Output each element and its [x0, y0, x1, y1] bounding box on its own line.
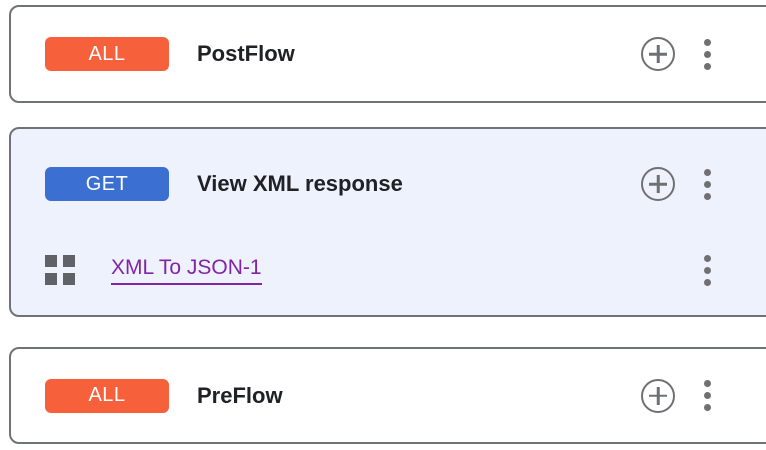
more-menu-button[interactable] — [701, 168, 713, 200]
policy-link[interactable]: XML To JSON-1 — [111, 256, 262, 285]
flow-card-preflow[interactable]: ALL PreFlow — [9, 347, 766, 444]
method-badge: ALL — [45, 37, 169, 71]
method-badge: GET — [45, 167, 169, 201]
flow-title: View XML response — [197, 171, 403, 196]
add-step-button[interactable] — [641, 37, 675, 71]
more-menu-button[interactable] — [701, 254, 713, 286]
kebab-menu-icon — [701, 254, 713, 286]
flow-card-postflow[interactable]: ALL PostFlow — [9, 5, 766, 103]
policy-row: XML To JSON-1 — [11, 227, 766, 313]
flow-actions — [641, 37, 713, 71]
method-badge: ALL — [45, 378, 169, 413]
add-step-button[interactable] — [641, 378, 675, 413]
plus-circle-icon — [641, 378, 675, 413]
flow-row: ALL PostFlow — [11, 7, 766, 101]
flow-title: PostFlow — [197, 41, 295, 66]
plus-circle-icon — [641, 37, 675, 71]
flow-row: GET View XML response — [11, 141, 766, 227]
flow-row: ALL PreFlow — [11, 349, 766, 442]
policy-actions — [701, 254, 713, 286]
more-menu-button[interactable] — [701, 380, 713, 411]
kebab-menu-icon — [701, 168, 713, 200]
flow-title: PreFlow — [197, 382, 283, 408]
flow-actions — [641, 167, 713, 201]
add-step-button[interactable] — [641, 167, 675, 201]
flow-card-view-xml-response[interactable]: GET View XML response XML To JSON-1 — [9, 127, 766, 317]
policy-grid-icon — [45, 255, 75, 285]
kebab-menu-icon — [701, 38, 713, 70]
kebab-menu-icon — [701, 380, 713, 411]
more-menu-button[interactable] — [701, 38, 713, 70]
plus-circle-icon — [641, 167, 675, 201]
flow-actions — [641, 378, 713, 413]
